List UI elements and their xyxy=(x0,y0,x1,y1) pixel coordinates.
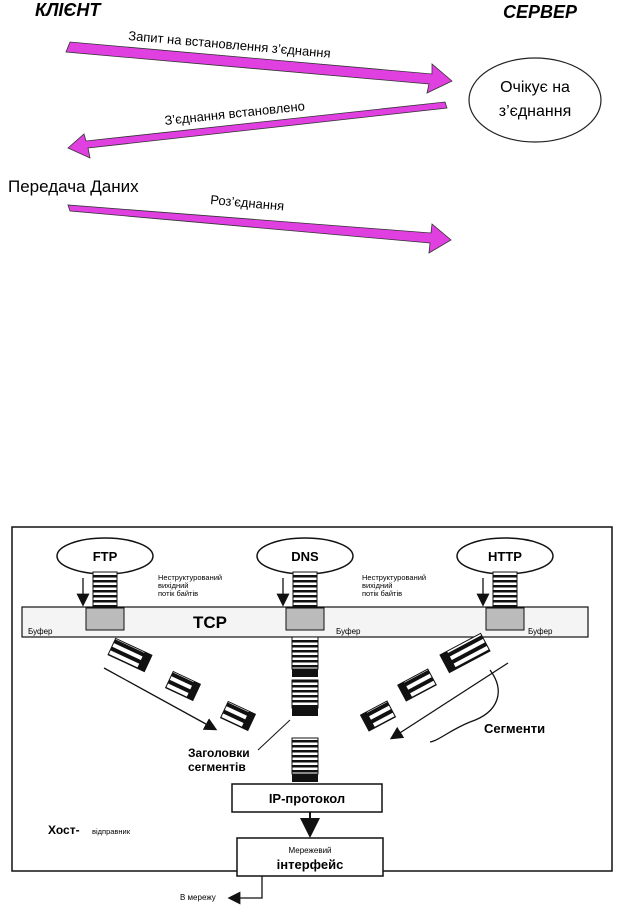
headers-pointer-line xyxy=(257,719,291,751)
http-segments-arrow xyxy=(389,662,509,740)
dns-segment-3-header xyxy=(292,774,318,782)
ftp-segment-2 xyxy=(164,670,202,702)
http-segment-3 xyxy=(359,700,397,732)
http-segment-1 xyxy=(439,632,491,674)
dns-segment-2 xyxy=(291,679,319,709)
stream-label-dns-line3: потік байтів xyxy=(362,589,402,598)
tcp-label: TCP xyxy=(193,613,227,632)
ftp-segment-3 xyxy=(219,700,257,732)
http-segment-2 xyxy=(397,668,437,702)
dns-segment-2-header xyxy=(292,708,318,716)
stream-label-ftp-line3: потік байтів xyxy=(158,589,198,598)
data-transfer-label: Передача Даних xyxy=(8,177,139,196)
to-network-label: В мережу xyxy=(180,893,216,902)
ftp-label: FTP xyxy=(93,549,118,564)
stream-label-dns-line1: Неструктурований xyxy=(362,573,426,582)
segments-brace xyxy=(429,669,499,743)
disconnect-arrow xyxy=(67,204,452,254)
ack-arrow xyxy=(67,101,448,159)
host-sub-label: відправник xyxy=(92,827,131,836)
to-network-arrow xyxy=(227,876,263,905)
stream-label-ftp-line1: Неструктурований xyxy=(158,573,222,582)
stream-label-ftp-line2: вихідний xyxy=(158,581,189,590)
http-buffer xyxy=(485,607,525,631)
server-label: СЕРВЕР xyxy=(503,2,578,22)
headers-label-line1: Заголовки xyxy=(188,746,250,760)
ftp-segments-arrow xyxy=(103,667,218,731)
dns-segment-1-header xyxy=(292,669,318,677)
headers-label-line2: сегментів xyxy=(188,760,246,774)
dns-segment-1 xyxy=(291,636,319,670)
buffer-label-ftp: Буфер xyxy=(28,627,53,636)
dns-buffer xyxy=(285,607,325,631)
iface-label-line2: інтерфейс xyxy=(277,857,344,872)
ftp-segment-1 xyxy=(107,637,153,673)
dns-segment-3 xyxy=(291,737,319,775)
buffer-label-http: Буфер xyxy=(528,627,553,636)
disconnect-arrow-label: Роз’єднання xyxy=(210,192,285,213)
ftp-buffer xyxy=(85,607,125,631)
server-waiting-ellipse xyxy=(468,57,602,143)
server-ellipse-line2: з’єднання xyxy=(499,103,571,120)
server-ellipse-line1: Очікує на xyxy=(500,79,570,96)
dns-label: DNS xyxy=(291,549,319,564)
iface-label-line1: Мережевий xyxy=(289,846,332,855)
segments-label: Сегменти xyxy=(484,721,545,736)
ip-protocol-box xyxy=(231,783,383,813)
buffer-label-dns: Буфер xyxy=(336,627,361,636)
stream-label-dns-line2: вихідний xyxy=(362,581,393,590)
host-label: Хост- xyxy=(48,823,80,837)
network-interface-box xyxy=(236,837,384,877)
request-arrow xyxy=(65,41,453,94)
http-label: HTTP xyxy=(488,549,522,564)
ip-protocol-label: IP-протокол xyxy=(269,791,345,806)
client-label: КЛІЄНТ xyxy=(35,0,102,20)
